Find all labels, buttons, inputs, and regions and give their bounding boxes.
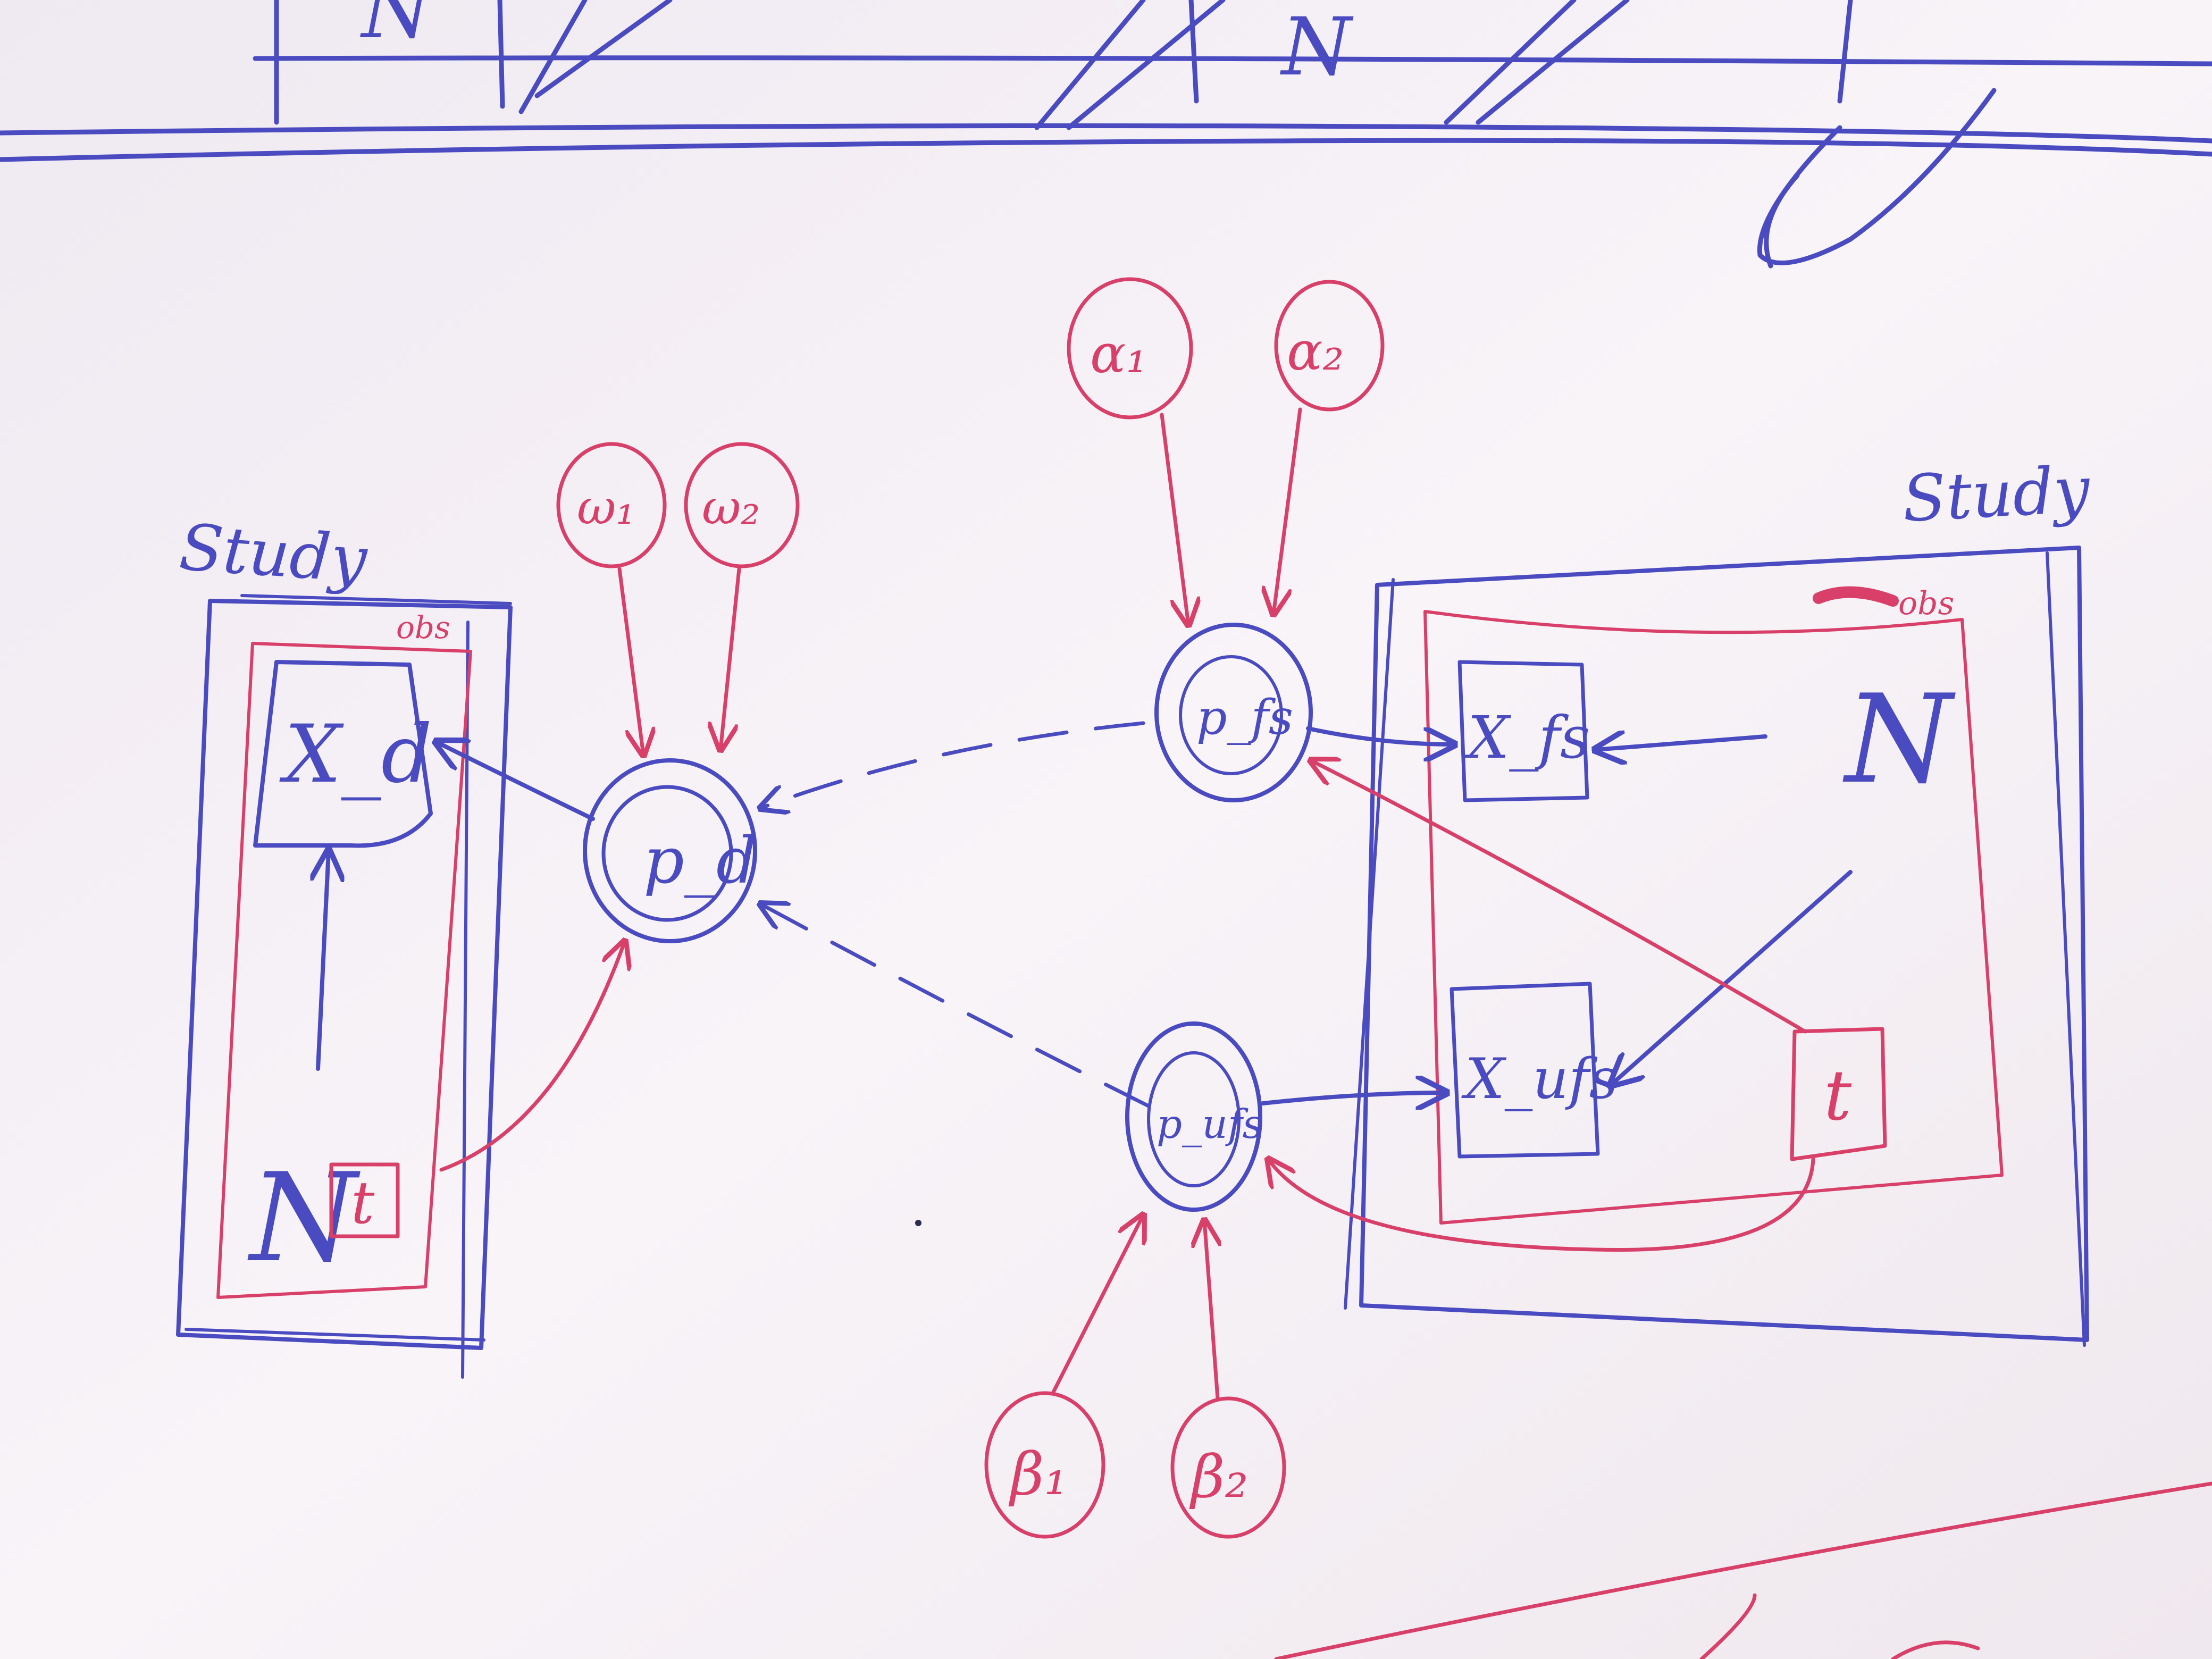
alpha2-node: α₂ <box>1274 280 1385 412</box>
t-left-node: t <box>329 1162 400 1238</box>
t-right-label: t <box>1824 1055 1852 1136</box>
edge-beta1-to-pufs <box>1051 1215 1143 1395</box>
omega2-node: ω₂ <box>684 442 800 568</box>
beta1-node: β₁ <box>984 1391 1105 1539</box>
left-study-label: Study <box>177 510 370 597</box>
right-study-plate: Study obs <box>1344 453 2093 1347</box>
p-d-node: p_d <box>583 758 757 943</box>
top-letter-n-1: N <box>360 0 434 56</box>
top-scribble <box>0 0 2212 269</box>
edge-omega1-to-pd <box>617 567 643 755</box>
n-left-label: N <box>247 1147 361 1289</box>
right-obs-scribble <box>1813 586 1899 607</box>
n-right-label: N <box>1842 669 1956 811</box>
right-study-label: Study <box>1900 453 2092 537</box>
top-letter-n-2: N <box>1280 1 1354 94</box>
edge-pufs-to-xufs <box>1261 1093 1446 1103</box>
x-d-node: X_d <box>253 660 433 848</box>
beta2-label: β₂ <box>1189 1443 1249 1511</box>
alpha1-label: α₁ <box>1090 323 1147 385</box>
edge-n-to-xufs <box>1611 870 1853 1085</box>
edge-omega2-to-pd <box>720 567 741 750</box>
x-d-label: X_d <box>279 708 432 801</box>
edge-dashed-pfs-pd <box>760 721 1145 808</box>
edge-beta2-to-pufs <box>1204 1220 1218 1401</box>
omega1-node: ω₁ <box>556 442 667 568</box>
x-fs-node: X_fs <box>1457 660 1590 802</box>
x-ufs-node: X_ufs <box>1449 982 1618 1159</box>
p-ufs-label: p_ufs <box>1157 1101 1263 1147</box>
edge-n-to-xd <box>318 851 329 1071</box>
edge-t-right-to-pufs <box>1268 1159 1815 1252</box>
x-ufs-label: X_ufs <box>1461 1046 1618 1111</box>
edge-t-right-to-pfs <box>1311 760 1807 1034</box>
omega2-label: ω₂ <box>702 480 760 535</box>
left-obs-label: obs <box>396 609 450 646</box>
beta1-label: β₁ <box>1008 1440 1068 1508</box>
omega1-label: ω₁ <box>577 480 635 535</box>
p-fs-node: p_fs <box>1154 623 1313 802</box>
p-fs-label: p_fs <box>1196 690 1293 745</box>
alpha2-label: α₂ <box>1287 320 1344 382</box>
x-fs-label: X_fs <box>1463 703 1590 772</box>
bottom-scribble <box>1274 1481 2212 1659</box>
edge-t-left-to-pd <box>439 941 625 1172</box>
left-study-plate: Study obs <box>176 510 513 1379</box>
edge-pfs-to-xfs <box>1306 726 1454 744</box>
edge-pd-to-xd <box>436 742 595 821</box>
t-left-label: t <box>351 1169 375 1237</box>
right-obs-label: obs <box>1898 585 1954 622</box>
edge-alpha1-to-pfs <box>1160 413 1188 625</box>
p-ufs-node: p_ufs <box>1125 1021 1263 1212</box>
p-d-label: p_d <box>643 824 757 898</box>
t-right-node: t <box>1790 1027 1887 1161</box>
alpha1-node: α₁ <box>1067 277 1193 420</box>
edge-n-to-xfs <box>1595 736 1767 750</box>
stray-dot <box>915 1220 921 1226</box>
edge-alpha2-to-pfs <box>1273 407 1302 614</box>
beta2-node: β₂ <box>1170 1396 1286 1539</box>
